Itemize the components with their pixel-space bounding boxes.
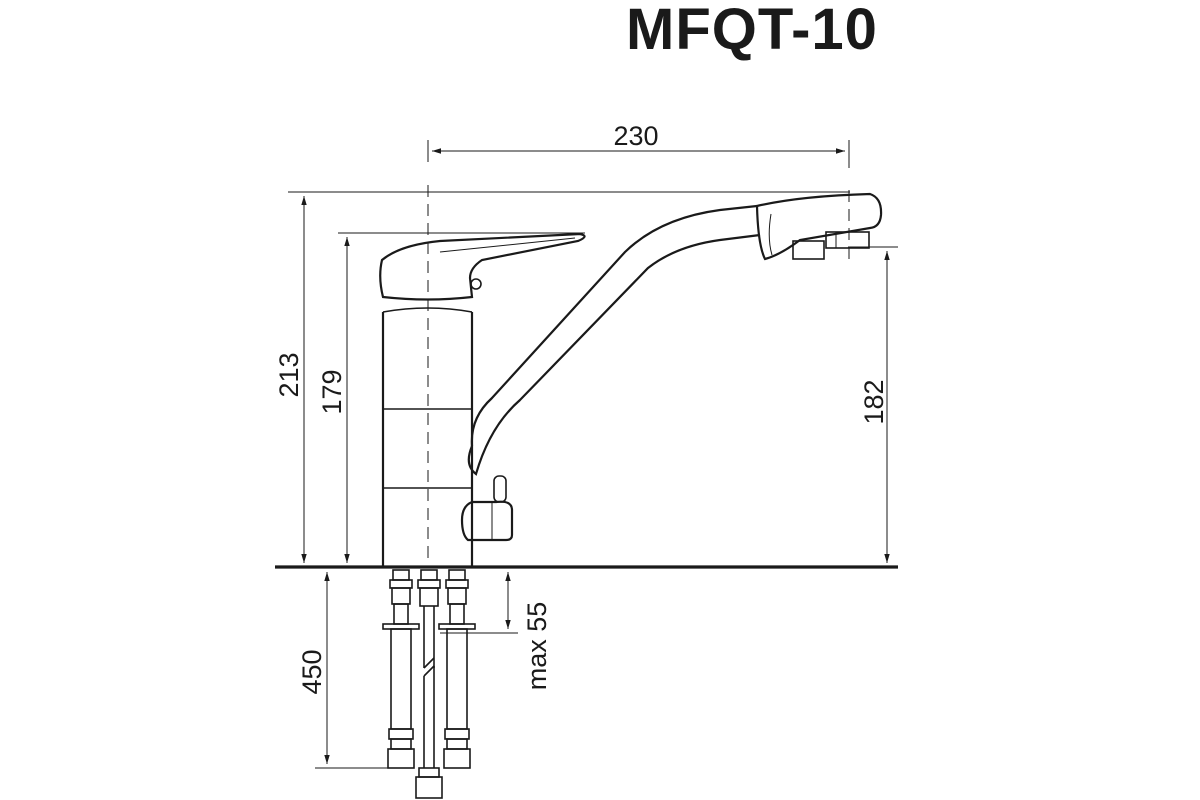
hose-left bbox=[382, 569, 420, 769]
dimension-body-height: 179 bbox=[317, 232, 585, 563]
filter-valve bbox=[460, 475, 514, 542]
hose-right bbox=[438, 569, 476, 769]
countertop-label: max 55 bbox=[522, 602, 552, 691]
dimension-outlet-height: 182 bbox=[848, 246, 898, 563]
dimension-total-height: 213 bbox=[274, 191, 850, 563]
total-height-label: 213 bbox=[274, 352, 304, 397]
hose-center bbox=[415, 569, 443, 799]
outlet-height-label: 182 bbox=[859, 379, 889, 424]
body-height-label: 179 bbox=[317, 369, 347, 414]
model-title: MFQT-10 bbox=[626, 0, 878, 62]
dimension-countertop: max 55 bbox=[440, 572, 552, 690]
dimension-reach: 230 bbox=[427, 121, 850, 168]
dimension-hose-length: 450 bbox=[297, 572, 410, 769]
reach-label: 230 bbox=[613, 121, 658, 151]
hose-length-label: 450 bbox=[297, 649, 327, 694]
lever-handle bbox=[379, 232, 586, 301]
spout bbox=[467, 192, 883, 476]
